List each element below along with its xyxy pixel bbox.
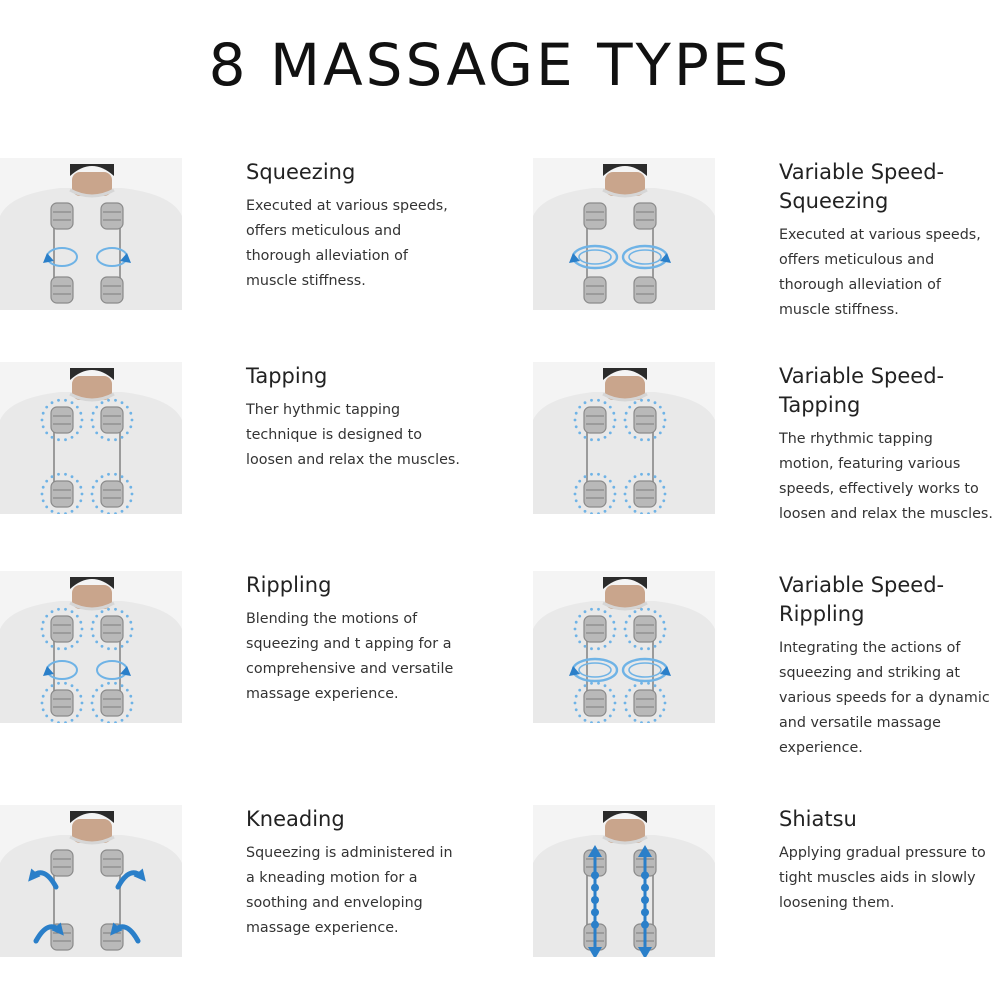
man-back-shiatsu-illustration [533, 805, 715, 957]
man-back-tap-illustration [0, 362, 182, 514]
massage-type-card: Variable Speed- Tapping The rhythmic tap… [533, 362, 1000, 537]
massage-type-title: Variable Speed- Rippling [779, 573, 945, 626]
man-back-ripple-illustration [0, 571, 182, 723]
massage-type-description: Executed at various speeds, offers metic… [779, 227, 981, 318]
massage-type-title: Shiatsu [779, 807, 857, 831]
massage-type-description: Squeezing is administered in a kneading … [246, 845, 453, 936]
massage-type-description: Applying gradual pressure to tight muscl… [779, 845, 986, 911]
massage-type-card: Kneading Squeezing is administered in a … [0, 805, 500, 980]
man-back-variable-tap-illustration [533, 362, 715, 514]
massage-type-title: Rippling [246, 573, 332, 597]
massage-type-description: Integrating the actions of squeezing and… [779, 640, 990, 756]
massage-type-card: Rippling Blending the motions of squeezi… [0, 571, 500, 746]
massage-type-card: Squeezing Executed at various speeds, of… [0, 158, 500, 333]
massage-type-card: Variable Speed- Rippling Integrating the… [533, 571, 1000, 756]
massage-type-card: Shiatsu Applying gradual pressure to tig… [533, 805, 1000, 980]
massage-type-card: Variable Speed- Squeezing Executed at va… [533, 158, 1000, 333]
man-back-variable-ripple-illustration [533, 571, 715, 723]
massage-type-description: Blending the motions of squeezing and t … [246, 611, 454, 702]
massage-type-title: Kneading [246, 807, 345, 831]
massage-type-title: Tapping [246, 364, 328, 388]
massage-type-description: Ther hythmic tapping technique is design… [246, 402, 460, 468]
man-back-squeeze-illustration [0, 158, 182, 310]
man-back-variable-squeeze-illustration [533, 158, 715, 310]
page-title: 8 MASSAGE TYPES [208, 31, 792, 99]
massage-type-title: Variable Speed- Squeezing [779, 160, 945, 213]
massage-type-description: Executed at various speeds, offers metic… [246, 198, 448, 289]
massage-type-card: Tapping Ther hythmic tapping technique i… [0, 362, 500, 537]
man-back-knead-illustration [0, 805, 182, 957]
massage-type-description: The rhythmic tapping motion, featuring v… [779, 431, 993, 522]
massage-type-title: Variable Speed- Tapping [779, 364, 945, 417]
massage-type-title: Squeezing [246, 160, 356, 184]
